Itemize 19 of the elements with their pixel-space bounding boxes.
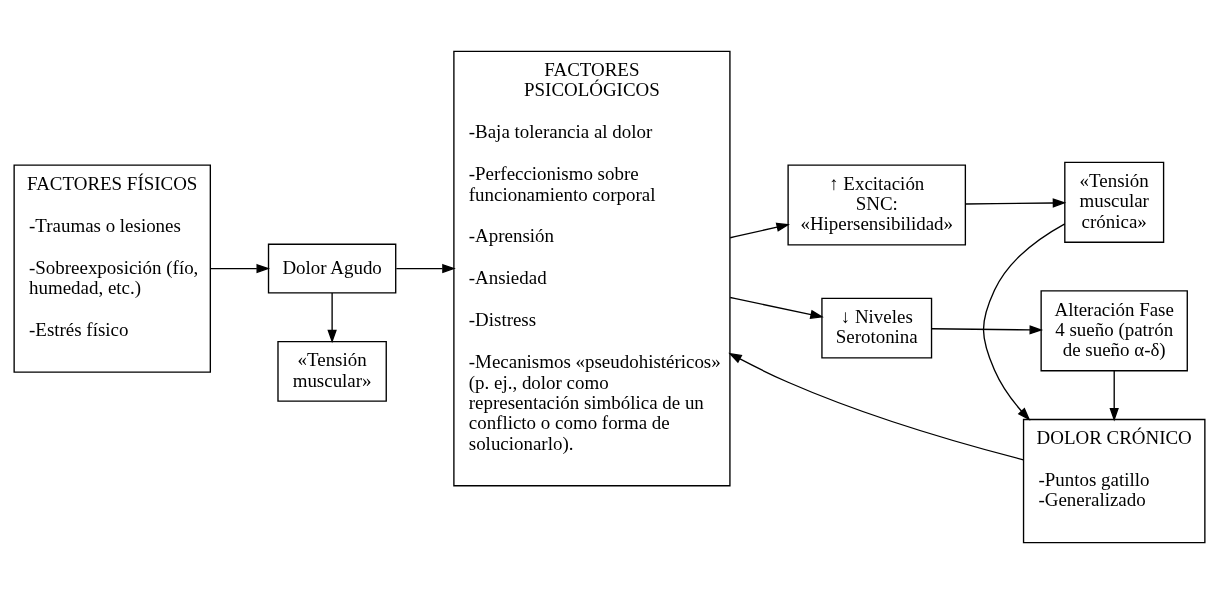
- node-box: DOLOR CRÓNICO -Puntos gatillo -Generalizado: [1022, 418, 1206, 544]
- arrow: [395, 263, 456, 274]
- arrow: [931, 325, 1044, 335]
- node-box: «Tensión muscular crónica»: [1064, 161, 1165, 243]
- arrow: [964, 198, 1067, 208]
- arrow: [327, 292, 337, 344]
- node-box: FACTORES PSICOLÓGICOS -Baja tolerancia al dolor -Perfeccionismo sobre funcionamiento corporal -Aprensión -Ansiedad -Distress -Mecanismos «pseudohistéricos» (p. ej., dolor como representación simbólica de un conflicto o como forma de solucionarlo).: [453, 50, 731, 487]
- arrow: [729, 222, 790, 239]
- arrow: [1109, 370, 1119, 422]
- arrow: [982, 223, 1066, 421]
- arrow: [728, 352, 1024, 461]
- node-box: Alteración Fase 4 sueño (patrón de sueño α-δ): [1040, 290, 1188, 372]
- arrow: [210, 263, 271, 274]
- node-box: «Tensión muscular»: [277, 340, 387, 402]
- node-box: Dolor Agudo: [267, 243, 397, 294]
- arrow: [729, 296, 824, 320]
- node-box: FACTORES FÍSICOS -Traumas o lesiones -Sobreexposición (fío, humedad, etc.) -Estrés físico: [13, 164, 211, 373]
- node-box: ↑ Excitación SNC: «Hipersensibilidad»: [787, 164, 967, 246]
- node-box: ↓ Niveles Serotonina: [821, 297, 933, 359]
